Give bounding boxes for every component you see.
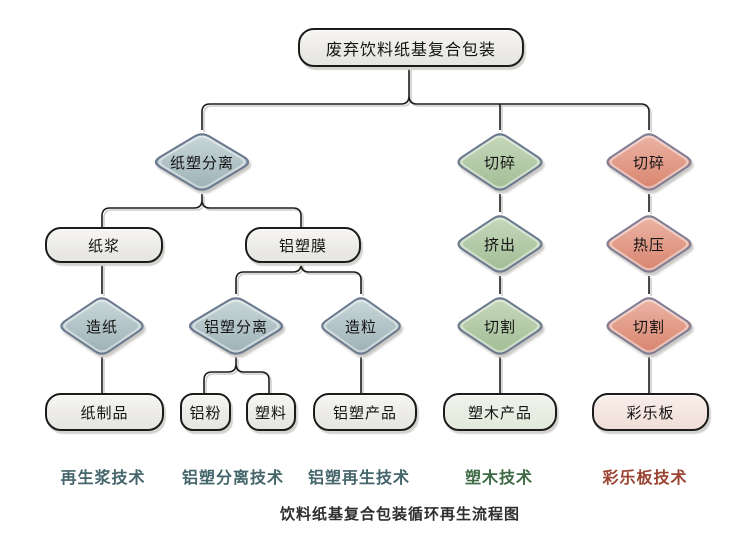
node-aluminum-powder-label: 铝粉	[189, 403, 222, 422]
node-papermaking: 造纸	[56, 294, 148, 358]
node-aluminum-plastic-film-label: 铝塑膜	[278, 236, 327, 255]
node-aluminum-plastic-products-label: 铝塑产品	[332, 403, 397, 422]
node-color-board-label: 彩乐板	[626, 403, 675, 422]
tech-label-wood-plastic: 塑木技术	[464, 468, 534, 487]
node-granulation-label: 造粒	[344, 317, 377, 336]
node-hot-pressing-label: 热压	[632, 235, 665, 254]
node-plastic: 塑料	[246, 393, 296, 431]
node-plastic-label: 塑料	[254, 403, 287, 422]
node-extrusion: 挤出	[453, 212, 547, 276]
node-paper-plastic-separation-label: 纸塑分离	[169, 153, 234, 172]
node-aluminum-plastic-separation-label: 铝塑分离	[203, 317, 268, 336]
node-shred-red: 切碎	[602, 130, 696, 194]
node-aluminum-plastic-separation: 铝塑分离	[184, 294, 288, 358]
node-cutting-green: 切割	[453, 294, 547, 358]
tech-label-al-plastic-recycling: 铝塑再生技术	[307, 468, 411, 487]
node-root: 废弃饮料纸基复合包装	[298, 28, 524, 67]
tech-label-recycled-pulp: 再生浆技术	[60, 468, 146, 487]
node-extrusion-label: 挤出	[483, 235, 516, 254]
node-paper-products: 纸制品	[45, 393, 164, 431]
node-cutting-red: 切割	[602, 294, 696, 358]
node-pulp-label: 纸浆	[87, 236, 120, 255]
node-shred-red-label: 切碎	[632, 153, 665, 172]
node-cutting-red-label: 切割	[632, 317, 665, 336]
node-wood-plastic-products: 塑木产品	[443, 393, 557, 431]
diagram-caption: 饮料纸基复合包装循环再生流程图	[279, 505, 521, 523]
node-cutting-green-label: 切割	[483, 317, 516, 336]
tech-label-al-plastic-separation: 铝塑分离技术	[181, 468, 285, 487]
node-granulation: 造粒	[317, 294, 405, 358]
node-aluminum-plastic-film: 铝塑膜	[245, 227, 361, 263]
node-aluminum-powder: 铝粉	[180, 393, 231, 431]
node-paper-plastic-separation: 纸塑分离	[150, 130, 254, 194]
node-hot-pressing: 热压	[602, 212, 696, 276]
node-paper-products-label: 纸制品	[80, 403, 129, 422]
node-aluminum-plastic-products: 铝塑产品	[313, 393, 417, 431]
node-shred-green: 切碎	[453, 130, 547, 194]
node-wood-plastic-products-label: 塑木产品	[467, 403, 532, 422]
node-papermaking-label: 造纸	[85, 317, 118, 336]
node-shred-green-label: 切碎	[483, 153, 516, 172]
node-root-label: 废弃饮料纸基复合包装	[325, 39, 496, 59]
tech-label-color-board: 彩乐板技术	[602, 468, 688, 487]
node-pulp: 纸浆	[45, 227, 163, 263]
node-color-board: 彩乐板	[592, 393, 709, 431]
